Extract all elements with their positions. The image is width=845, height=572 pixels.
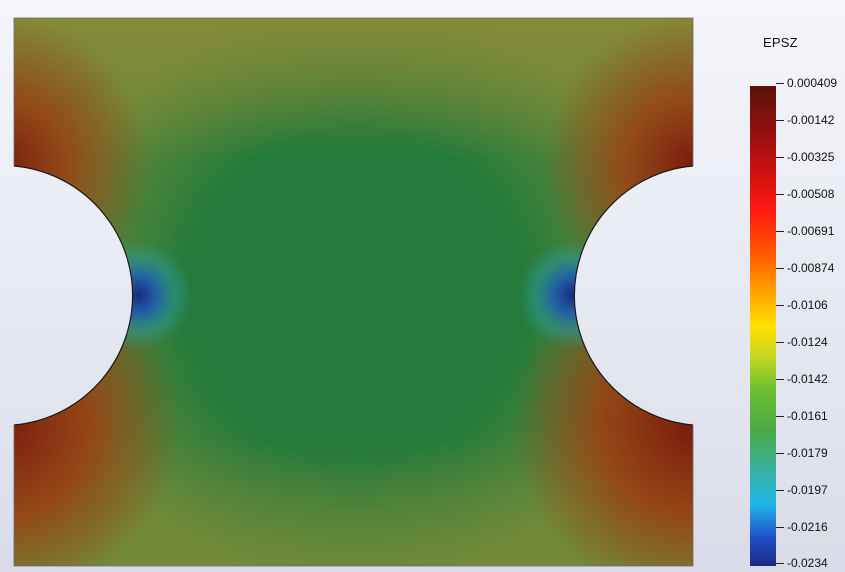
tick-label: -0.0161 (787, 409, 828, 423)
legend-tick: -0.0216 (776, 520, 845, 534)
tick-label: -0.0142 (787, 372, 828, 386)
tick-label: -0.0216 (787, 520, 828, 534)
legend-tick: -0.0234 (776, 556, 845, 570)
legend-tick: -0.00325 (776, 150, 845, 164)
tick-label: -0.0124 (787, 335, 828, 349)
plate-outline (13, 17, 694, 567)
tick-label: -0.00691 (787, 224, 835, 238)
tick-label: -0.00874 (787, 261, 835, 275)
colorbar (750, 86, 776, 566)
color-legend: EPSZ 0.000409 -0.00142 -0.00325 -0.00508… (700, 0, 845, 572)
legend-tick: -0.0161 (776, 409, 845, 423)
tick-label: -0.00142 (787, 113, 835, 127)
legend-tick: -0.0197 (776, 483, 845, 497)
tick-label: -0.00508 (787, 187, 835, 201)
left-hole-edge (13, 165, 134, 426)
legend-title: EPSZ (763, 35, 798, 50)
legend-tick: -0.00142 (776, 113, 845, 127)
legend-tick: -0.00508 (776, 187, 845, 201)
right-hole-edge (573, 165, 694, 426)
strain-contour-plot (13, 17, 694, 567)
tick-label: -0.00325 (787, 150, 835, 164)
tick-label: -0.0234 (787, 556, 828, 570)
legend-tick: -0.00874 (776, 261, 845, 275)
legend-tick: -0.00691 (776, 224, 845, 238)
tick-label: -0.0106 (787, 298, 828, 312)
plate-field (14, 18, 693, 566)
legend-tick: -0.0124 (776, 335, 845, 349)
legend-tick: 0.000409 (776, 76, 845, 90)
legend-tick: -0.0106 (776, 298, 845, 312)
tick-label: 0.000409 (787, 76, 838, 90)
tick-label: -0.0197 (787, 483, 828, 497)
tick-label: -0.0179 (787, 446, 828, 460)
legend-tick: -0.0142 (776, 372, 845, 386)
legend-tick: -0.0179 (776, 446, 845, 460)
